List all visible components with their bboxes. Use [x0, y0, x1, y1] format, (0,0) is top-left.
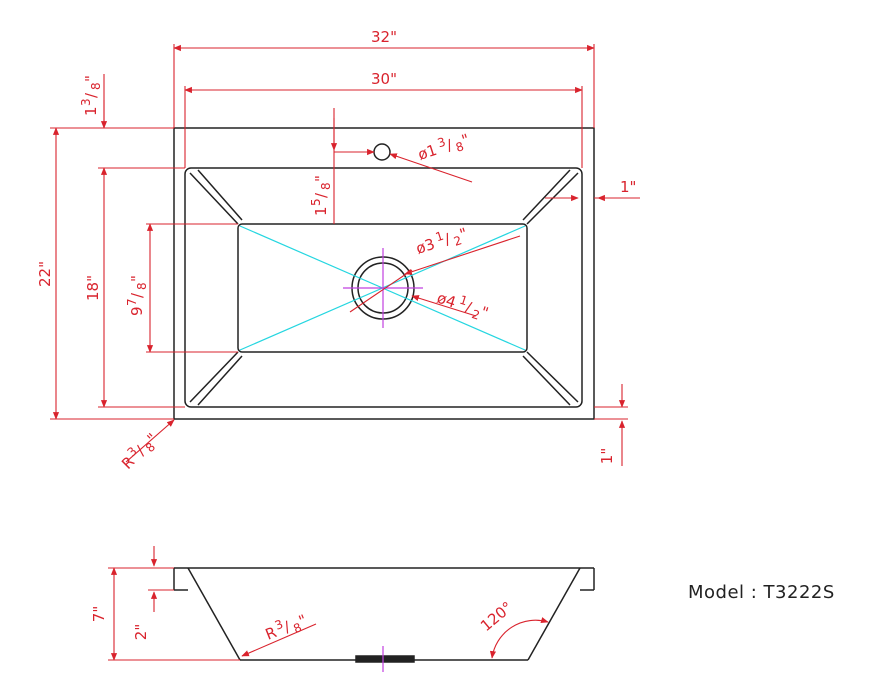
svg-text:/: / — [463, 298, 474, 317]
drain-center-cross — [343, 248, 423, 328]
slope-line-tr2 — [522, 169, 571, 221]
svg-text:8: 8 — [135, 282, 149, 290]
slope-line-tl2 — [197, 169, 243, 221]
dim-faucet-hole: ø1 3 / 8 " — [416, 130, 472, 164]
dim-total-height: 7" — [90, 606, 108, 622]
dim-angle: 120° — [477, 598, 516, 635]
slope-line-br — [526, 351, 579, 403]
dim-deck-top: 1 3 / 8 " — [79, 75, 103, 116]
svg-text:8: 8 — [89, 82, 103, 90]
svg-text:ø3: ø3 — [414, 235, 437, 258]
dim-overall-width: 32" — [371, 28, 397, 46]
svg-text:": " — [312, 175, 330, 182]
dim-side-rim: 1" — [620, 178, 636, 196]
bowl-floor-outline — [237, 223, 528, 353]
side-drain — [355, 655, 415, 663]
dimension-lines — [50, 44, 640, 466]
side-wall-right — [527, 567, 581, 661]
svg-text:/: / — [442, 230, 453, 249]
side-wall-left — [187, 567, 241, 661]
svg-text:/: / — [82, 92, 100, 98]
svg-text:": " — [82, 75, 100, 82]
dim-corner-radius: R 3 / 8 " — [118, 430, 161, 473]
dim-deck-height: 2" — [132, 624, 150, 640]
dim-floor-depth: 9 7 / 8 " — [125, 275, 149, 316]
side-view — [173, 567, 595, 663]
dim-bowl-depth: 18" — [84, 275, 102, 301]
svg-text:2: 2 — [470, 307, 482, 323]
dim-faucet-offset: 1 5 / 8 " — [309, 175, 333, 216]
slope-line-tl — [189, 172, 239, 225]
slope-line-bl2 — [197, 355, 243, 406]
model-label: Model : T3222S — [688, 582, 835, 603]
svg-text:1: 1 — [458, 293, 470, 309]
svg-text:7: 7 — [125, 298, 139, 306]
svg-text:5: 5 — [309, 198, 323, 206]
faucet-hole — [373, 143, 391, 161]
svg-text:1: 1 — [434, 229, 446, 245]
dim-drain-outer: ø4 1 / 2 " — [435, 289, 491, 323]
dim-bowl-width: 30" — [371, 70, 397, 88]
svg-text:/: / — [128, 292, 146, 298]
slope-line-bl — [189, 351, 239, 403]
svg-text:3: 3 — [436, 135, 448, 151]
bowl-outline — [184, 167, 583, 408]
top-view — [173, 127, 595, 420]
svg-text:": " — [479, 303, 491, 322]
svg-text:9: 9 — [128, 306, 146, 316]
dim-bottom-rim: 1" — [598, 448, 616, 464]
svg-text:8: 8 — [319, 182, 333, 190]
dim-drain-inner: ø3 1 / 2 " — [414, 224, 470, 258]
svg-text:1: 1 — [82, 106, 100, 116]
svg-text:ø1: ø1 — [416, 141, 439, 164]
dim-overall-depth: 22" — [36, 261, 54, 287]
svg-text:/: / — [312, 192, 330, 198]
svg-text:/: / — [444, 136, 455, 155]
dim-bottom-radius: R 3 / 8 " — [263, 611, 310, 644]
svg-text:1: 1 — [312, 206, 330, 216]
svg-text:2: 2 — [452, 233, 464, 249]
svg-text:": " — [128, 275, 146, 282]
svg-text:ø4: ø4 — [435, 289, 458, 312]
svg-text:3: 3 — [79, 98, 93, 106]
sink-outer-outline — [173, 127, 595, 420]
slope-line-br2 — [522, 355, 571, 406]
side-dimension-lines — [108, 546, 549, 661]
svg-text:8: 8 — [454, 139, 466, 155]
